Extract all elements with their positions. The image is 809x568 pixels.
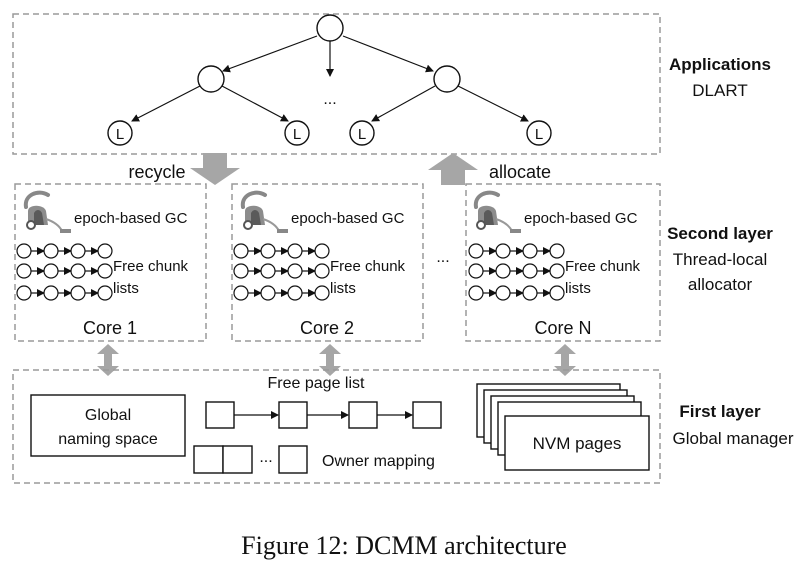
gc-label: epoch-based GC <box>524 210 638 227</box>
gc-label: epoch-based GC <box>291 210 405 227</box>
chunk-label-2: lists <box>113 280 139 297</box>
tree-leaf-node: L <box>526 120 552 146</box>
tree-leaf-node: L <box>107 120 133 146</box>
chunk-label-2: lists <box>330 280 356 297</box>
chunk-label: Free chunk <box>113 258 189 275</box>
applications-region <box>12 13 661 155</box>
second-layer-title: Second layer <box>667 224 773 243</box>
vacuum-cleaner-icon <box>473 190 523 235</box>
first-layer-title: First layer <box>679 402 761 421</box>
allocate-label: allocate <box>489 162 551 182</box>
svg-text:L: L <box>535 126 543 143</box>
free-chunk-list-row <box>469 264 564 278</box>
tree-root-node <box>316 14 344 42</box>
free-page-list-label: Free page list <box>268 375 365 392</box>
free-chunk-list-row <box>469 244 564 258</box>
chunk-label: Free chunk <box>330 258 406 275</box>
tree-inner-node <box>433 65 461 93</box>
chunk-label-2: lists <box>565 280 591 297</box>
nvm-pages-stack: NVM pages <box>476 383 650 471</box>
core-box-1: epoch-based GC Free chunk lists Core 1 <box>14 183 207 342</box>
second-layer-subtitle-2: allocator <box>688 275 753 294</box>
recycle-label: recycle <box>128 162 185 182</box>
vacuum-cleaner-icon <box>23 190 74 235</box>
tree-ellipsis: ... <box>323 91 336 108</box>
free-chunk-list-row <box>17 264 112 278</box>
core-n-double-arrow <box>554 344 576 376</box>
free-chunk-list-row <box>17 286 112 300</box>
owner-mapping-ellipsis: ... <box>259 449 272 466</box>
tree-leaf-node: L <box>284 120 310 146</box>
gc-label: epoch-based GC <box>74 210 188 227</box>
tree-leaf-node: L <box>349 120 375 146</box>
free-chunk-list-row <box>17 244 112 258</box>
core-name: Core 2 <box>300 318 354 338</box>
owner-mapping <box>193 445 308 474</box>
owner-mapping-label: Owner mapping <box>322 453 435 470</box>
tree-edges <box>131 35 529 122</box>
svg-text:Global: Global <box>85 407 131 424</box>
applications-title: Applications <box>669 55 771 74</box>
second-layer-subtitle: Thread-local <box>673 250 768 269</box>
svg-text:L: L <box>358 126 366 143</box>
applications-subtitle: DLART <box>692 81 747 100</box>
svg-text:naming space: naming space <box>58 431 158 448</box>
tree-inner-node <box>197 65 225 93</box>
free-page-list <box>205 401 442 429</box>
core-box-n: epoch-based GC Free chunk lists Core N <box>465 183 661 342</box>
free-chunk-list-row <box>234 244 329 258</box>
recycle-arrow <box>190 153 240 185</box>
global-naming-space-box: Global naming space <box>30 394 186 457</box>
figure-caption: Figure 12: DCMM architecture <box>241 531 567 560</box>
nvm-pages-label: NVM pages <box>533 434 622 453</box>
cores-ellipsis: ... <box>436 249 449 266</box>
core-name: Core 1 <box>83 318 137 338</box>
core-2-double-arrow <box>319 344 341 376</box>
vacuum-cleaner-icon <box>240 190 290 235</box>
svg-text:L: L <box>293 126 301 143</box>
svg-text:L: L <box>116 126 124 143</box>
free-chunk-list-row <box>469 286 564 300</box>
free-chunk-list-row <box>234 286 329 300</box>
core-name: Core N <box>534 318 591 338</box>
core-1-double-arrow <box>97 344 119 376</box>
free-chunk-list-row <box>234 264 329 278</box>
first-layer-subtitle: Global manager <box>673 429 794 448</box>
allocate-arrow <box>428 153 478 185</box>
global-manager-region <box>12 369 661 484</box>
chunk-label: Free chunk <box>565 258 641 275</box>
core-box-2: epoch-based GC Free chunk lists Core 2 <box>231 183 424 342</box>
